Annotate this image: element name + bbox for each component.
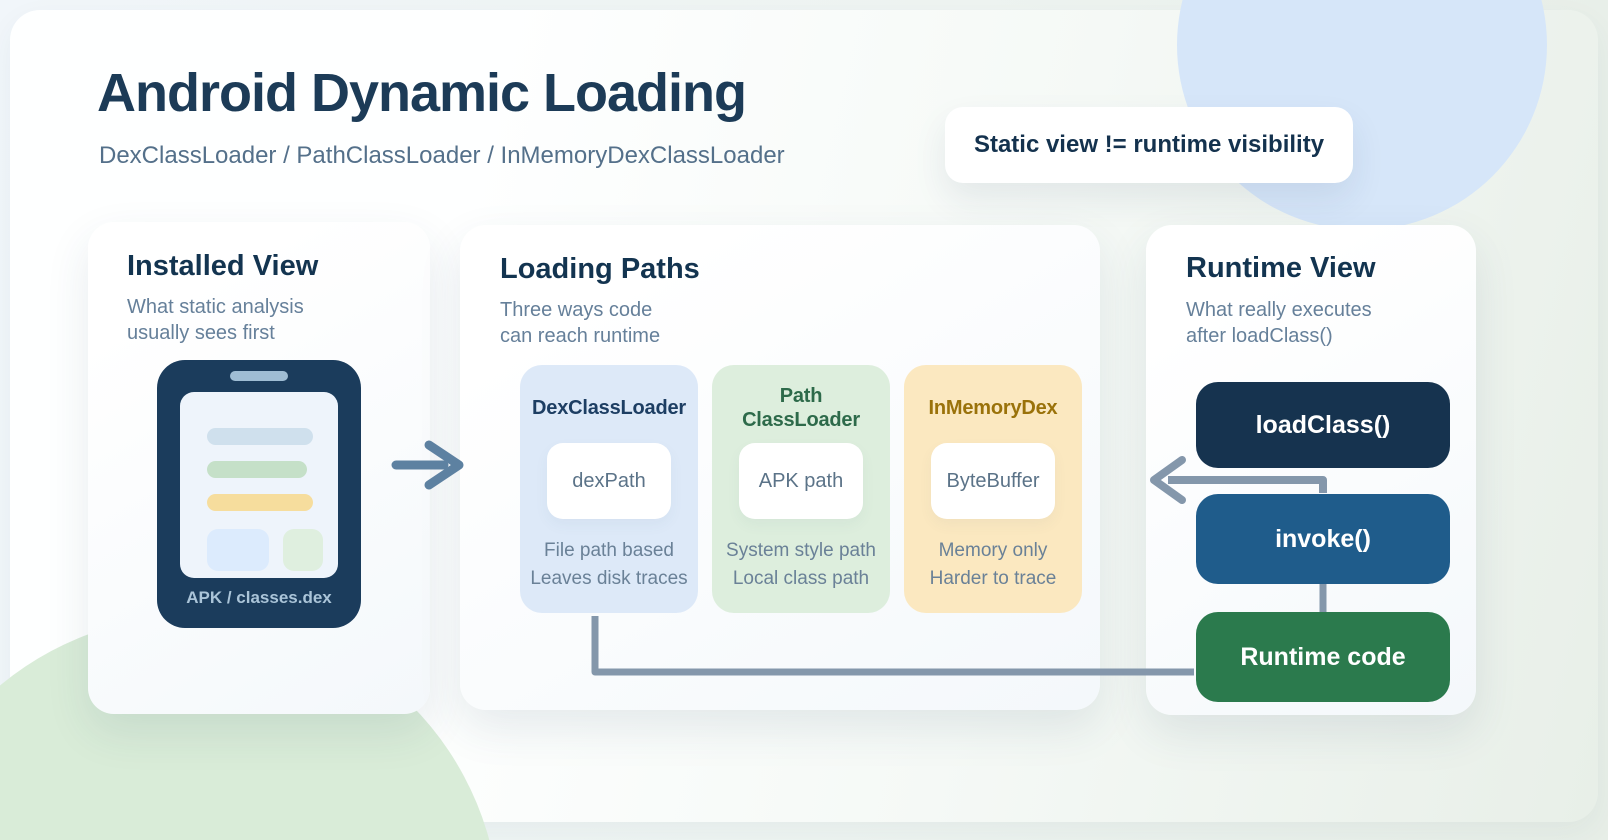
loader-card-inmemorydex: InMemoryDex ByteBuffer Memory only Harde… xyxy=(904,365,1082,613)
loading-paths-subtitle: Three ways code can reach runtime xyxy=(500,299,661,348)
installed-view-card: Installed View What static analysis usua… xyxy=(88,222,430,714)
phone-notch xyxy=(230,371,288,381)
invoke-step: invoke() xyxy=(1196,494,1450,584)
screen-bar-green xyxy=(207,461,307,478)
phone-illustration: APK / classes.dex xyxy=(157,360,361,628)
loading-paths-title: Loading Paths xyxy=(500,253,700,285)
loader-card-dexclassloader: DexClassLoader dexPath File path based L… xyxy=(520,365,698,613)
phone-screen xyxy=(180,392,338,578)
loader-column-group: DexClassLoader dexPath File path based L… xyxy=(520,365,1082,613)
runtime-view-card: Runtime View What really executes after … xyxy=(1146,225,1476,715)
loadclass-step: loadClass() xyxy=(1196,382,1450,468)
loader-name: Path ClassLoader xyxy=(742,385,860,431)
loader-input-box: APK path xyxy=(739,443,863,519)
page-title: Android Dynamic Loading xyxy=(97,63,747,123)
loader-input-box: ByteBuffer xyxy=(931,443,1055,519)
page-subtitle: DexClassLoader / PathClassLoader / InMem… xyxy=(99,142,785,169)
screen-bar-yellow xyxy=(207,494,313,511)
loader-traits: Memory only Harder to trace xyxy=(929,540,1057,589)
runtime-code-step: Runtime code xyxy=(1196,612,1450,702)
apk-label: APK / classes.dex xyxy=(186,588,332,607)
callout-badge: Static view != runtime visibility xyxy=(945,107,1353,183)
loader-name: DexClassLoader xyxy=(532,397,686,420)
runtime-view-title: Runtime View xyxy=(1186,252,1376,284)
loader-traits: System style path Local class path xyxy=(726,540,876,589)
screen-tile-blue xyxy=(207,529,269,571)
loader-input-box: dexPath xyxy=(547,443,671,519)
installed-view-title: Installed View xyxy=(127,250,319,282)
loader-card-pathclassloader: Path ClassLoader APK path System style p… xyxy=(712,365,890,613)
runtime-view-subtitle: What really executes after loadClass() xyxy=(1186,299,1372,348)
screen-bar-blue xyxy=(207,428,313,445)
loader-traits: File path based Leaves disk traces xyxy=(530,540,688,589)
loader-name: InMemoryDex xyxy=(928,397,1058,420)
screen-tile-green xyxy=(283,529,323,571)
loading-paths-card: Loading Paths Three ways code can reach … xyxy=(460,225,1100,710)
installed-view-subtitle: What static analysis usually sees first xyxy=(127,296,304,345)
